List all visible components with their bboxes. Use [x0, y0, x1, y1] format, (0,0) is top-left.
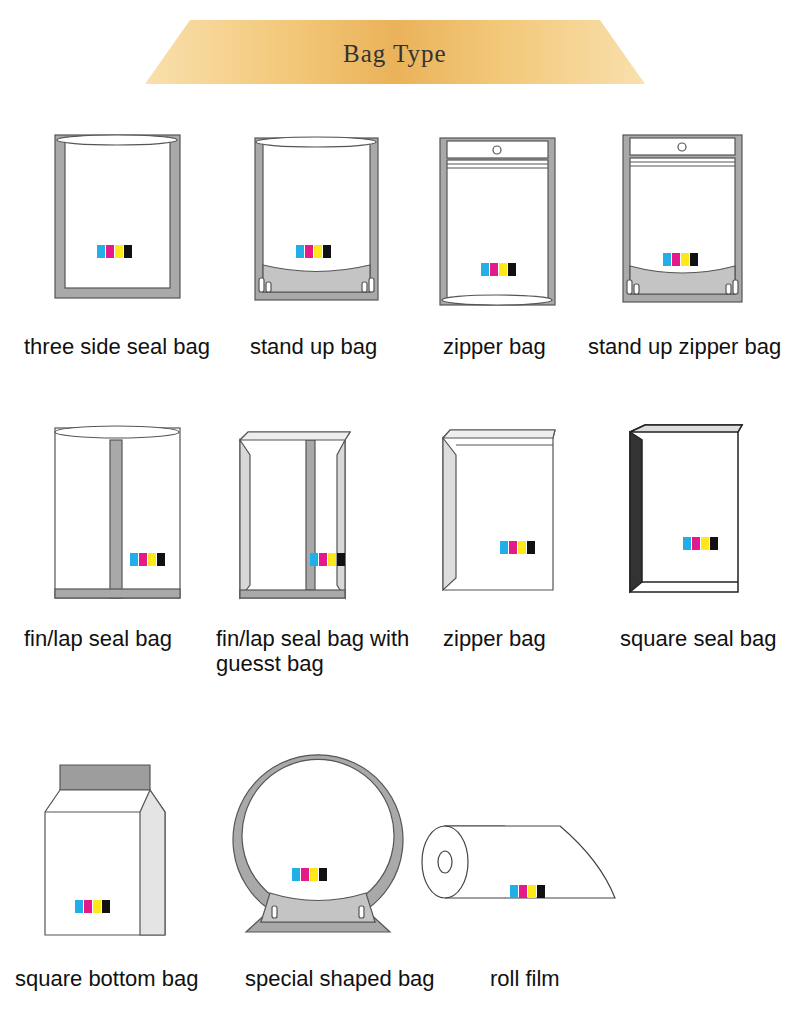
bag-caption: stand up zipper bag: [588, 334, 781, 359]
title: Bag Type: [343, 40, 447, 68]
bag-caption: special shaped bag: [245, 966, 435, 991]
bag-caption: roll film: [490, 966, 560, 991]
special-shaped-bag: [233, 755, 403, 932]
fin-seal-gusset-bag: [240, 432, 350, 598]
bag-caption: square bottom bag: [15, 966, 198, 991]
zipper-bag: [440, 138, 555, 305]
bag-caption: zipper bag: [443, 334, 546, 359]
title-banner: [145, 20, 645, 84]
bag-caption: square seal bag: [620, 626, 777, 651]
square-seal-bag: [630, 425, 742, 592]
roll-film: [422, 826, 615, 898]
fin-seal-bag: [55, 426, 180, 598]
gusset-zipper-bag: [443, 430, 555, 590]
bag-caption: fin/lap seal bag with guesst bag: [216, 626, 416, 676]
bag-caption: stand up bag: [250, 334, 377, 359]
bag-caption: three side seal bag: [24, 334, 210, 359]
stand-up-bag: [255, 137, 378, 300]
square-bottom-bag: [45, 765, 165, 935]
three-side-seal-bag: [55, 135, 180, 298]
bag-caption: fin/lap seal bag: [24, 626, 172, 651]
stand-up-zipper-bag: [623, 135, 742, 302]
bag-caption: zipper bag: [443, 626, 546, 651]
